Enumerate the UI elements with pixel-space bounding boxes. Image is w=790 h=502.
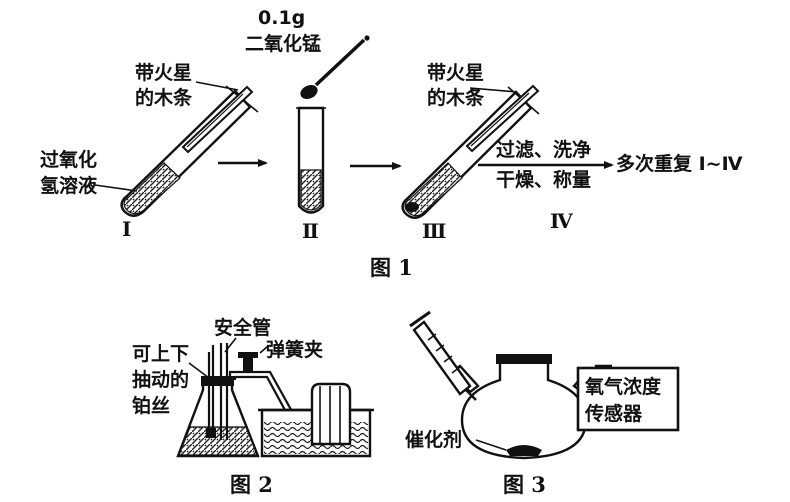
glowing-splint-i — [181, 81, 254, 154]
repeat-label: 多次重复 Ⅰ~Ⅳ — [616, 152, 743, 175]
safety-tube-leader — [224, 337, 237, 353]
h2o2-label-line1: 过氧化 — [40, 148, 97, 171]
sensor-box — [576, 366, 680, 432]
liquid-iii — [404, 162, 463, 217]
spring-clip-leader — [259, 345, 269, 354]
figure-2-caption: 图 2 — [230, 472, 273, 497]
label-iii: Ⅲ — [422, 219, 446, 243]
figure-2: 安全管 弹簧夹 可上下 抽动的 铂丝 图 2 — [132, 316, 374, 497]
figure-3-caption: 图 3 — [503, 472, 546, 497]
hydrogen-peroxide-liquid-ii — [300, 169, 322, 211]
flask-stopper — [201, 376, 234, 386]
glowing-splint-iii — [465, 84, 540, 153]
mno2-sediment — [405, 202, 419, 212]
splint-iii-leader-line — [469, 87, 518, 93]
catalyst-leader — [475, 439, 507, 451]
figure-3: 氧气浓度 传感器 催化剂 图 3 — [405, 310, 680, 497]
label-iv: Ⅳ — [550, 209, 573, 233]
collection-bottle — [310, 382, 352, 446]
spatula-mno2 — [300, 35, 370, 100]
step-iv-line1: 过滤、洗净 — [496, 138, 591, 161]
catalyst-solid — [506, 445, 542, 456]
splint-i-label-line1: 带火星 — [135, 62, 192, 84]
platinum-wire-label-line1: 可上下 — [132, 343, 189, 365]
safety-tube-label: 安全管 — [214, 316, 271, 339]
h2o2-leader-line — [94, 184, 138, 192]
sensor-label-line1: 氧气浓度 — [585, 375, 662, 398]
center-stopper — [496, 354, 552, 364]
h2o2-label-line2: 氢溶液 — [40, 174, 98, 197]
platinum-wire-label-line3: 铂丝 — [132, 394, 170, 417]
syringe — [409, 310, 477, 401]
splint-iii-label-line2: 的木条 — [427, 86, 485, 109]
label-i: Ⅰ — [122, 217, 131, 241]
catalyst-label: 催化剂 — [405, 428, 462, 451]
splint-iii-label-line1: 带火星 — [427, 62, 484, 84]
step-iv-line2: 干燥、称量 — [496, 168, 591, 191]
hydrogen-peroxide-liquid-i — [123, 162, 181, 215]
conical-flask — [176, 376, 260, 458]
platinum-wire-label-line2: 抽动的 — [132, 368, 189, 391]
spring-clip-label: 弹簧夹 — [266, 338, 323, 361]
platinum-wire — [188, 345, 216, 438]
sensor-label-line2: 传感器 — [584, 402, 643, 425]
test-tube-ii — [296, 106, 326, 214]
mno2-mass-label: 0.1g — [258, 7, 305, 29]
three-neck-flask — [450, 354, 600, 460]
oxygen-sensor: 氧气浓度 传感器 — [576, 364, 680, 432]
mno2-name-label: 二氧化锰 — [245, 32, 321, 55]
safety-tube — [219, 337, 237, 440]
figure-1-caption: 图 1 — [370, 255, 413, 280]
flask-liquid — [178, 426, 258, 456]
figure-1: 0.1g 二氧化锰 带火星 的木条 带火星 的木条 过氧化 氢溶液 过滤、洗净 … — [40, 7, 743, 280]
splint-i-leader-line — [195, 81, 239, 91]
spring-clip — [243, 358, 253, 372]
splint-i-label-line2: 的木条 — [135, 86, 193, 109]
platinum-wire-leader — [188, 362, 210, 379]
label-ii: Ⅱ — [302, 219, 319, 243]
